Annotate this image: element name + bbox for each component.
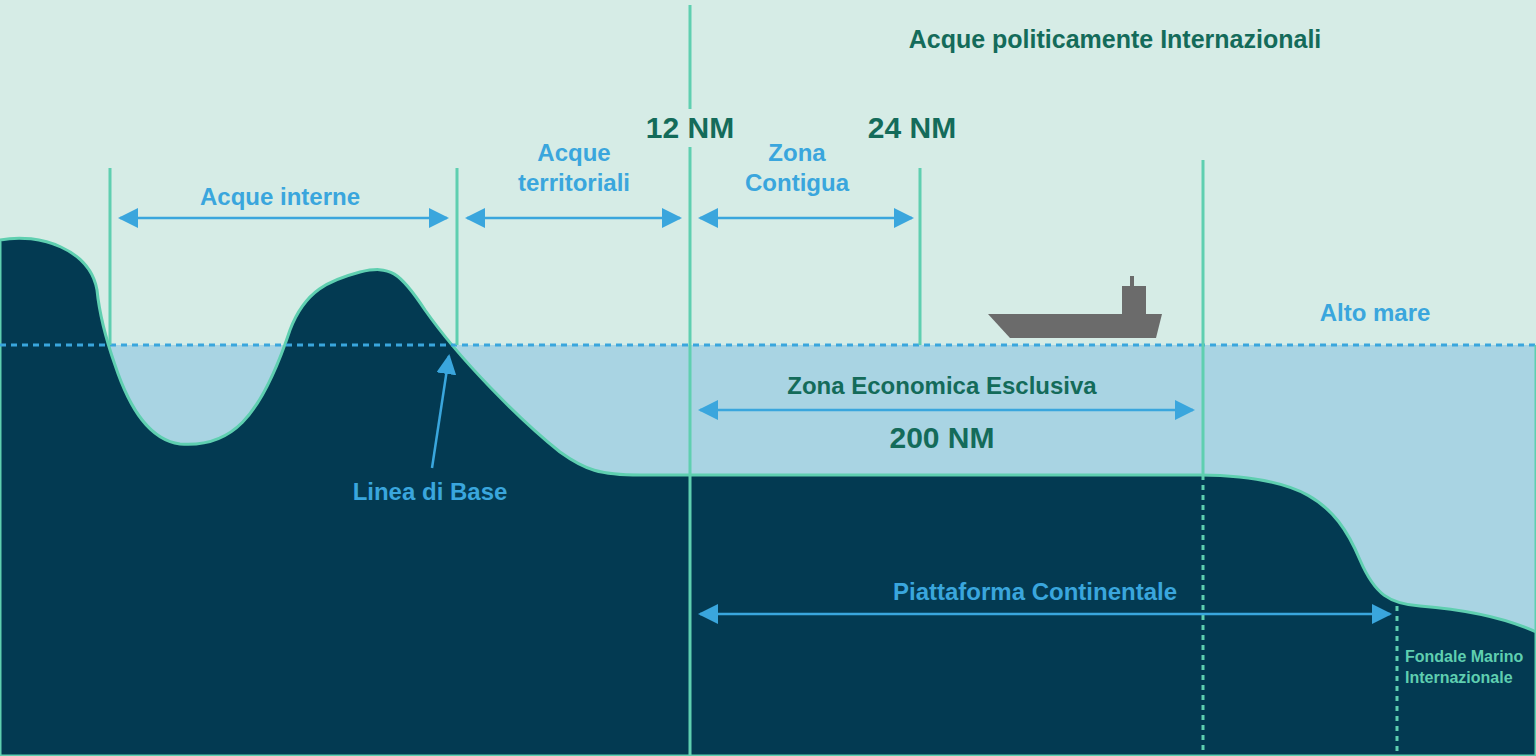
zone-label: Acque interne bbox=[160, 182, 400, 212]
callout-label: Linea di Base bbox=[330, 477, 530, 507]
zone-label: Zona Contigua bbox=[722, 138, 872, 198]
zone-label: Zona Economica Esclusiva bbox=[784, 371, 1099, 401]
zone-label: Fondale Marino Internazionale bbox=[1402, 647, 1532, 689]
seabed bbox=[0, 238, 1536, 756]
title-label: Acque politicamente Internazionali bbox=[805, 24, 1425, 55]
zone-label: Piattaforma Continentale bbox=[890, 577, 1180, 607]
distance-label: 12 NM bbox=[643, 109, 737, 147]
zone-boundaries bbox=[110, 5, 1536, 756]
extent-arrows bbox=[120, 218, 1390, 614]
zone-label: Acque territoriali bbox=[479, 138, 669, 198]
sea-level bbox=[0, 344, 1536, 347]
zone-label: Alto mare bbox=[1295, 298, 1455, 328]
distance-label: 200 NM bbox=[886, 419, 997, 457]
distance-label: 24 NM bbox=[865, 109, 959, 147]
ship bbox=[988, 276, 1162, 338]
